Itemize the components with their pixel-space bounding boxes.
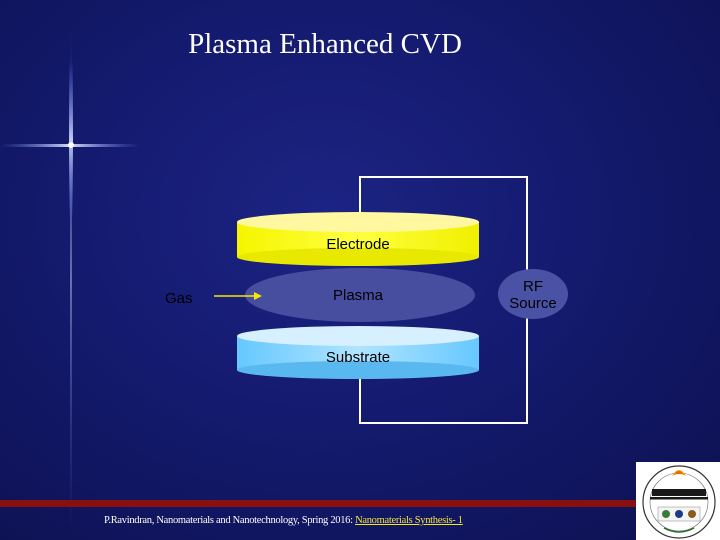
rf-wire-bottom <box>359 318 528 424</box>
university-logo <box>636 462 720 540</box>
rf-wire-top <box>359 176 528 270</box>
electrode-label: Electrode <box>326 236 390 253</box>
electrode-disc <box>237 212 479 266</box>
gas-label: Gas <box>165 290 193 307</box>
rf-label-line1: RF <box>523 278 543 295</box>
substrate-label: Substrate <box>325 349 391 366</box>
slide-title: Plasma Enhanced CVD <box>188 28 462 60</box>
rf-label-line2: Source <box>509 295 557 312</box>
footer-citation-text: P.Ravindran, Nanomaterials and Nanotechn… <box>104 515 356 526</box>
footer-citation: P.Ravindran, Nanomaterials and Nanotechn… <box>104 515 463 526</box>
footer-link[interactable]: Nanomaterials Synthesis- 1 <box>355 515 463 526</box>
plasma-region <box>245 268 475 322</box>
rf-source <box>498 269 568 319</box>
plasma-label: Plasma <box>332 287 384 304</box>
substrate-disc <box>237 326 479 379</box>
gas-arrow <box>214 292 262 300</box>
rf-source-label: RF Source <box>500 278 566 312</box>
footer-bar <box>0 500 640 507</box>
